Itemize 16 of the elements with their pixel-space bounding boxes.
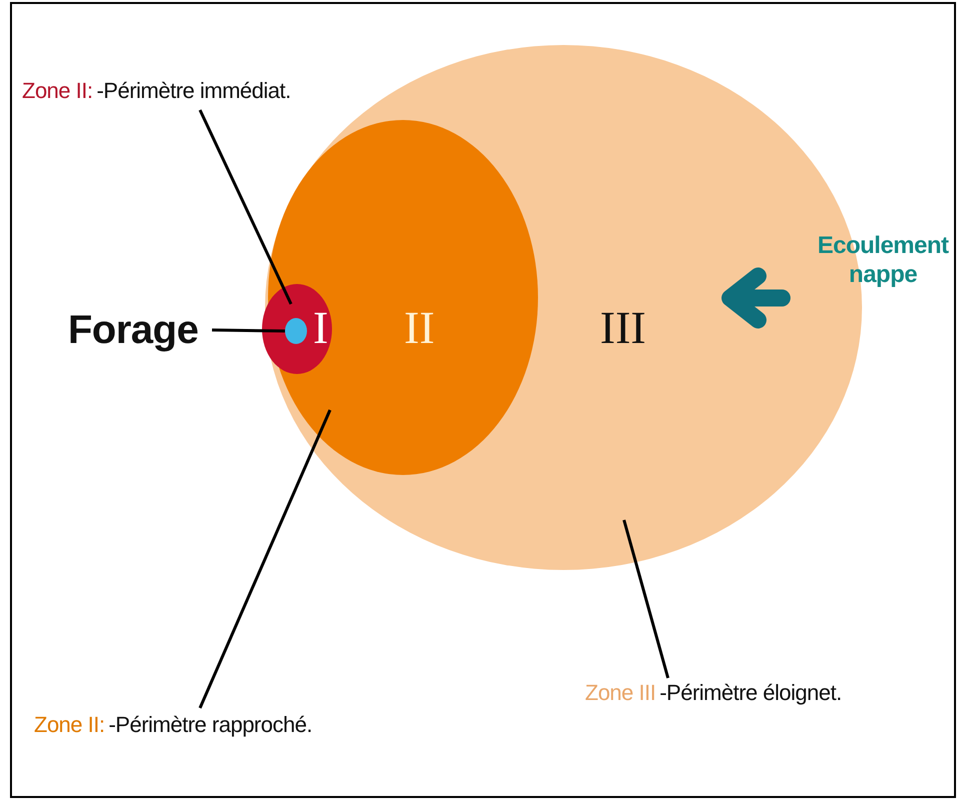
zone-description: -Périmètre rapproché. bbox=[108, 712, 312, 738]
leader-line bbox=[622, 520, 670, 678]
zone-title: Zone III bbox=[585, 680, 656, 706]
connector-line bbox=[212, 328, 286, 332]
well-circle bbox=[285, 318, 307, 344]
zone-title: Zone II: bbox=[34, 712, 105, 738]
leader-line bbox=[198, 409, 332, 709]
zone-title: Zone II: bbox=[22, 78, 93, 104]
zone-numeral: I bbox=[313, 305, 328, 351]
zone-description: -Périmètre éloignet. bbox=[660, 680, 842, 706]
zone-description: -Périmètre immédiat. bbox=[96, 78, 291, 104]
zone-numeral: III bbox=[600, 305, 646, 351]
well-label: Forage bbox=[68, 307, 198, 354]
leader-line bbox=[198, 109, 292, 305]
flow-label: Ecoulement nappe bbox=[816, 232, 950, 290]
zone-numeral: II bbox=[404, 305, 435, 351]
